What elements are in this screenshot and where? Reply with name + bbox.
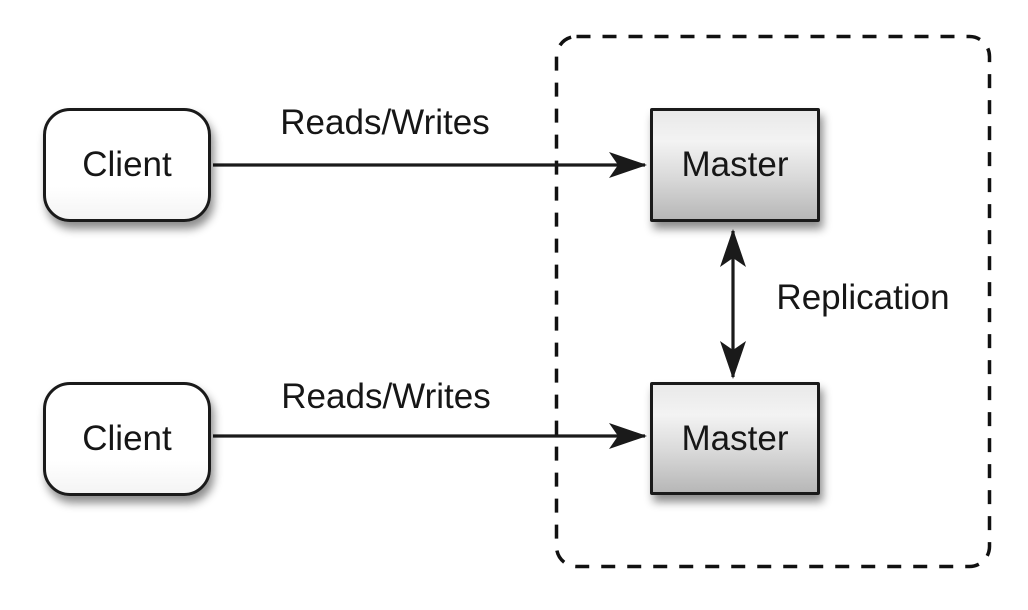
client-node-top-label: Client	[82, 145, 172, 184]
master-node-top-label: Master	[681, 145, 789, 184]
client-node-bottom: Client	[43, 382, 211, 496]
master-node-top: Master	[650, 108, 820, 222]
master-node-bottom: Master	[650, 382, 820, 495]
master-node-bottom-label: Master	[681, 418, 789, 458]
client-node-top: Client	[43, 108, 211, 222]
reads-writes-label-top: Reads/Writes	[280, 103, 490, 142]
client-node-bottom-label: Client	[82, 419, 172, 458]
replication-boundary	[554, 34, 992, 569]
reads-writes-label-bottom: Reads/Writes	[281, 377, 491, 416]
replication-label: Replication	[776, 278, 950, 317]
